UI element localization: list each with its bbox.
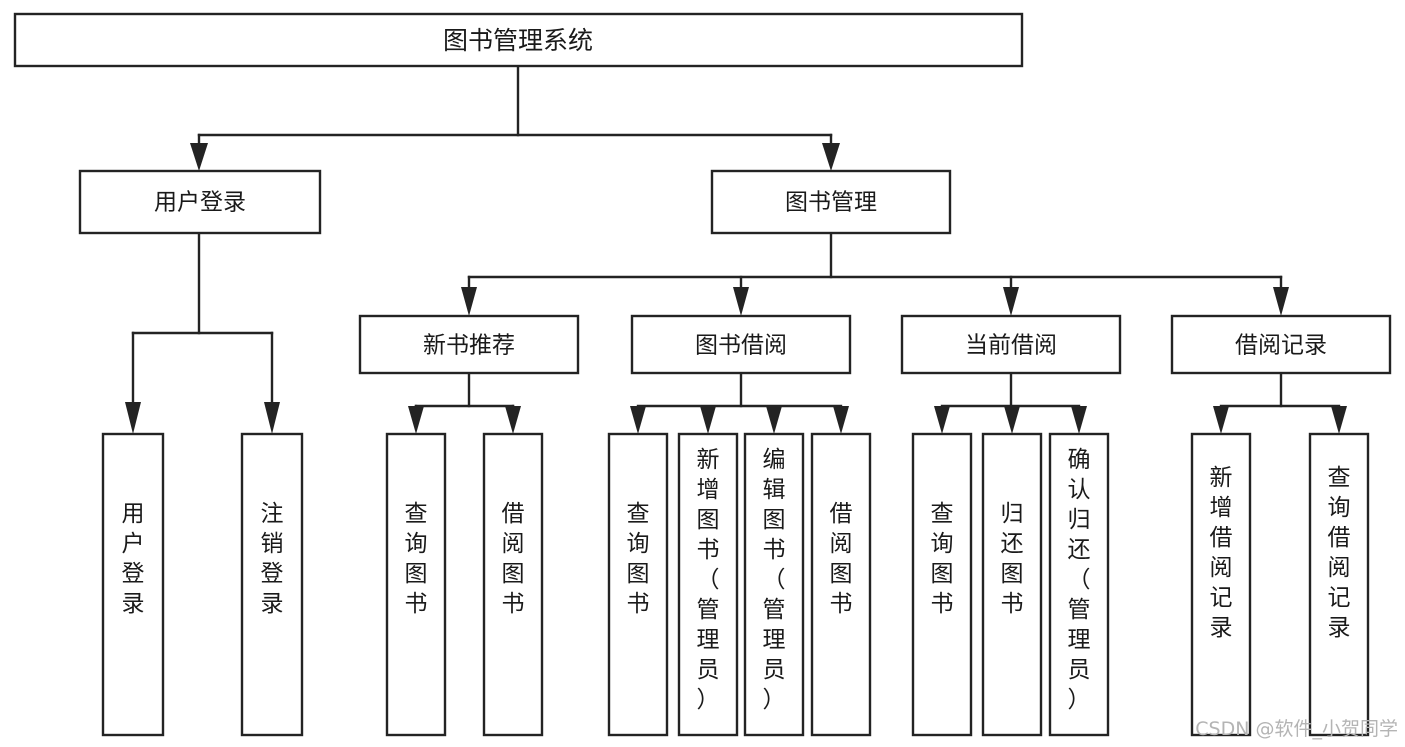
node-current-borrow[interactable]: 当前借阅 bbox=[900, 314, 1122, 375]
node-leaf-confirm-return-box[interactable] bbox=[1048, 432, 1110, 737]
node-leaf-query-book-box[interactable] bbox=[607, 432, 669, 737]
arrow-head-new-book-recommend bbox=[461, 287, 477, 316]
arrow-head-leaf-add-borrow-record bbox=[1213, 406, 1229, 434]
arrow-head-current-borrow bbox=[1003, 287, 1019, 316]
node-leaf-borrow-book[interactable]: 借阅图书 bbox=[810, 432, 872, 737]
node-borrow-record[interactable]: 借阅记录 bbox=[1170, 314, 1392, 375]
node-leaf-query-book-current[interactable]: 查询图书 bbox=[911, 432, 973, 737]
node-leaf-edit-book-label: 编辑图书（管理员） bbox=[763, 447, 786, 713]
node-book-borrow[interactable]: 图书借阅 bbox=[630, 314, 852, 375]
arrow-head-book-borrow bbox=[733, 287, 749, 316]
node-leaf-user-login-box[interactable] bbox=[101, 432, 165, 737]
node-leaf-user-login-label: 用户登录 bbox=[122, 501, 145, 617]
node-book-manage-label: 图书管理 bbox=[785, 190, 877, 216]
node-leaf-borrow-book-box[interactable] bbox=[810, 432, 872, 737]
node-root-box[interactable] bbox=[13, 12, 1024, 68]
node-leaf-borrow-book-recommend-box[interactable] bbox=[482, 432, 544, 737]
node-new-book-recommend[interactable]: 新书推荐 bbox=[358, 314, 580, 375]
node-borrow-record-label: 借阅记录 bbox=[1235, 333, 1327, 359]
node-leaf-return-book-label: 归还图书 bbox=[1001, 501, 1024, 617]
node-leaf-return-book[interactable]: 归还图书 bbox=[981, 432, 1043, 737]
node-book-manage-box[interactable] bbox=[710, 169, 952, 235]
node-new-book-recommend-label: 新书推荐 bbox=[423, 333, 515, 359]
node-leaf-logout-box[interactable] bbox=[240, 432, 304, 737]
node-root-label: 图书管理系统 bbox=[443, 26, 593, 55]
node-leaf-borrow-book-label: 借阅图书 bbox=[830, 501, 853, 617]
arrow-head-leaf-query-book-recommend bbox=[408, 406, 424, 434]
node-root[interactable]: 图书管理系统 bbox=[13, 12, 1024, 68]
arrow-head-book-manage bbox=[822, 143, 840, 171]
node-leaf-return-book-box[interactable] bbox=[981, 432, 1043, 737]
node-leaf-borrow-book-recommend-label: 借阅图书 bbox=[502, 501, 525, 617]
arrow-head-leaf-return-book bbox=[1004, 406, 1020, 434]
csdn-watermark: CSDN @软件_小贺同学 bbox=[1195, 718, 1398, 740]
node-borrow-record-box[interactable] bbox=[1170, 314, 1392, 375]
node-leaf-add-borrow-record[interactable]: 新增借阅记录 bbox=[1190, 432, 1252, 737]
node-leaf-add-book-box[interactable] bbox=[677, 432, 739, 737]
node-leaf-query-book-recommend-box[interactable] bbox=[385, 432, 447, 737]
node-book-borrow-label: 图书借阅 bbox=[695, 333, 787, 359]
node-user-login-box[interactable] bbox=[78, 169, 322, 235]
arrow-head-leaf-user-login bbox=[125, 402, 141, 434]
arrow-head-leaf-query-book bbox=[630, 406, 646, 434]
node-leaf-query-book[interactable]: 查询图书 bbox=[607, 432, 669, 737]
arrow-head-leaf-query-book-current bbox=[934, 406, 950, 434]
node-leaf-query-book-current-label: 查询图书 bbox=[931, 501, 954, 617]
node-current-borrow-box[interactable] bbox=[900, 314, 1122, 375]
node-leaf-query-borrow-record-box[interactable] bbox=[1308, 432, 1370, 737]
node-user-login[interactable]: 用户登录 bbox=[78, 169, 322, 235]
node-book-borrow-box[interactable] bbox=[630, 314, 852, 375]
arrow-head-leaf-logout bbox=[264, 402, 280, 434]
node-leaf-query-borrow-record-label: 查询借阅记录 bbox=[1328, 465, 1351, 641]
node-leaf-add-borrow-record-label: 新增借阅记录 bbox=[1210, 465, 1233, 641]
node-leaf-edit-book-box[interactable] bbox=[743, 432, 805, 737]
nodes: 图书管理系统 用户登录 图书管理 新书推荐 图书借阅 当前借阅 借阅记录 bbox=[13, 12, 1392, 737]
node-leaf-query-book-label: 查询图书 bbox=[627, 501, 650, 617]
arrow-head-borrow-record bbox=[1273, 287, 1289, 316]
arrow-head-user-login bbox=[190, 143, 208, 171]
node-leaf-add-book[interactable]: 新增图书（管理员） bbox=[677, 432, 739, 737]
node-leaf-add-book-label: 新增图书（管理员） bbox=[697, 447, 720, 713]
node-leaf-confirm-return-label: 确认归还（管理员） bbox=[1068, 447, 1091, 713]
node-user-login-label: 用户登录 bbox=[154, 190, 246, 216]
node-leaf-edit-book[interactable]: 编辑图书（管理员） bbox=[743, 432, 805, 737]
node-leaf-add-borrow-record-box[interactable] bbox=[1190, 432, 1252, 737]
arrow-head-leaf-borrow-book-recommend bbox=[505, 406, 521, 434]
node-new-book-recommend-box[interactable] bbox=[358, 314, 580, 375]
connectors bbox=[125, 64, 1347, 434]
node-leaf-query-book-recommend-label: 查询图书 bbox=[405, 501, 428, 617]
node-leaf-confirm-return[interactable]: 确认归还（管理员） bbox=[1048, 432, 1110, 737]
node-current-borrow-label: 当前借阅 bbox=[965, 333, 1057, 359]
node-leaf-query-borrow-record[interactable]: 查询借阅记录 bbox=[1308, 432, 1370, 737]
node-leaf-user-login[interactable]: 用户登录 bbox=[101, 432, 165, 737]
arrow-head-leaf-add-book bbox=[700, 406, 716, 434]
node-leaf-borrow-book-recommend[interactable]: 借阅图书 bbox=[482, 432, 544, 737]
node-book-manage[interactable]: 图书管理 bbox=[710, 169, 952, 235]
arrow-head-leaf-confirm-return bbox=[1071, 406, 1087, 434]
node-leaf-logout[interactable]: 注销登录 bbox=[240, 432, 304, 737]
arrow-head-leaf-borrow-book bbox=[833, 406, 849, 434]
arrow-head-leaf-edit-book bbox=[766, 406, 782, 434]
node-leaf-query-book-recommend[interactable]: 查询图书 bbox=[385, 432, 447, 737]
node-leaf-query-book-current-box[interactable] bbox=[911, 432, 973, 737]
node-leaf-logout-label: 注销登录 bbox=[261, 501, 284, 617]
arrow-head-leaf-query-borrow-record bbox=[1331, 406, 1347, 434]
